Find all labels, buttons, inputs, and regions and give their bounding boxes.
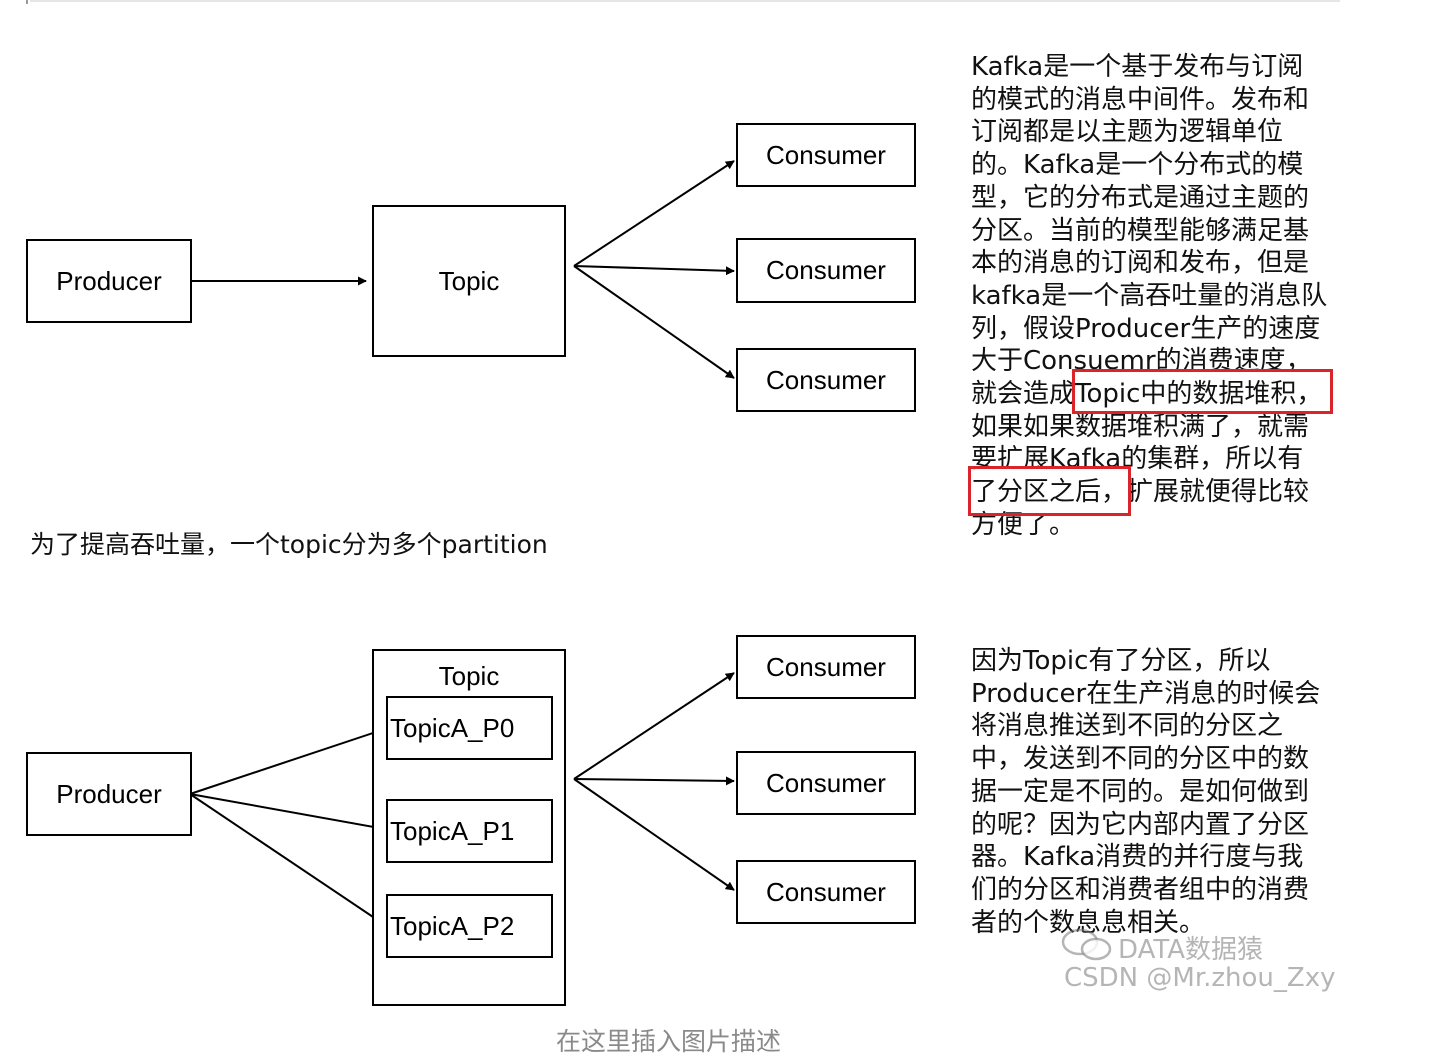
partition-box-p0: TopicA_P0 — [386, 696, 553, 760]
top-divider-tick — [26, 0, 28, 4]
producer-box-2: Producer — [26, 752, 192, 836]
paragraph-line: 要扩展Kafka的集群，所以有 — [971, 444, 1304, 475]
consumer-box-4: Consumer — [736, 635, 916, 699]
producer-label: Producer — [56, 265, 162, 296]
arrow-topic-consumer-1 — [573, 160, 735, 267]
paragraph-line: Producer在生产消息的时候会 — [971, 678, 1321, 709]
consumer-label: Consumer — [766, 139, 886, 170]
arrow-topic-consumer-2 — [573, 265, 735, 276]
paragraph-line: 了分区之后，扩展就便得比较 — [971, 477, 1310, 508]
partition-caption: 为了提高吞吐量，一个topic分为多个partition — [30, 530, 548, 559]
paragraph-line: 的。Kafka是一个分布式的模 — [971, 150, 1304, 181]
paragraph-line: 就会造成Topic中的数据堆积， — [971, 379, 1323, 410]
paragraph-line: 据一定是不同的。是如何做到 — [971, 776, 1310, 807]
paragraph-line: 的模式的消息中间件。发布和 — [971, 84, 1310, 115]
partition-label: TopicA_P1 — [390, 815, 515, 846]
paragraph-line: 将消息推送到不同的分区之 — [971, 711, 1284, 742]
consumer-box-1: Consumer — [736, 123, 916, 187]
partition-box-p2: TopicA_P2 — [386, 894, 553, 958]
topic-container-label: Topic — [438, 661, 500, 691]
paragraph-line: kafka是一个高吞吐量的消息队 — [971, 280, 1328, 311]
producer-label: Producer — [56, 778, 162, 809]
consumer-box-3: Consumer — [736, 348, 916, 412]
partition-box-p1: TopicA_P1 — [386, 799, 553, 863]
arrow-topic-consumer-3 — [573, 265, 735, 379]
arrow-topic2-consumer-1 — [573, 672, 735, 780]
paragraph-line: 的呢？因为它内部内置了分区 — [971, 809, 1310, 840]
paragraph-line: Kafka是一个基于发布与订阅 — [971, 52, 1304, 82]
consumer-label: Consumer — [766, 767, 886, 798]
arrow-topic2-consumer-2 — [573, 776, 735, 786]
paragraph-line: 列，假设Producer生产的速度 — [971, 313, 1321, 344]
paragraph-line: 器。Kafka消费的并行度与我 — [971, 842, 1304, 873]
paragraph-line: 本的消息的订阅和发布，但是 — [971, 248, 1310, 279]
highlight-after-partitioning — [968, 466, 1131, 516]
paragraph-line: 型，它的分布式是通过主题的 — [971, 182, 1310, 213]
consumer-box-6: Consumer — [736, 860, 916, 924]
partition-label: TopicA_P2 — [390, 910, 515, 941]
partition-description-paragraph: 因为Topic有了分区，所以 Producer在生产消息的时候会 将消息推送到不… — [971, 645, 1320, 939]
watermark-author: CSDN @Mr.zhou_Zxy — [1064, 963, 1336, 993]
figure-caption: 在这里插入图片描述 — [556, 1027, 782, 1056]
consumer-box-5: Consumer — [736, 751, 916, 815]
consumer-label: Consumer — [766, 255, 886, 285]
watermark-brand: DATA数据猿 — [1118, 935, 1263, 965]
paragraph-line: 分区。当前的模型能够满足基 — [971, 215, 1310, 246]
arrow-producer-p2 — [189, 793, 386, 926]
consumer-label: Consumer — [766, 651, 886, 682]
paragraph-line: 订阅都是以主题为逻辑单位 — [971, 117, 1284, 148]
consumer-label: Consumer — [766, 364, 886, 395]
paragraph-line: 们的分区和消费者组中的消费 — [971, 874, 1310, 905]
consumer-box-2: Consumer — [736, 238, 916, 303]
producer-box: Producer — [26, 239, 192, 323]
arrow-producer-p0 — [189, 727, 386, 795]
partition-label: TopicA_P0 — [390, 712, 515, 743]
paragraph-line: 中，发送到不同的分区中的数 — [971, 744, 1310, 775]
top-divider — [30, 0, 1340, 2]
topic-label: Topic — [438, 265, 500, 296]
topic-box: Topic — [372, 205, 566, 357]
paragraph-line: 因为Topic有了分区，所以 — [971, 646, 1271, 676]
consumer-label: Consumer — [766, 876, 886, 907]
wechat-icon — [1061, 928, 1112, 961]
arrow-producer-p1 — [189, 793, 386, 832]
arrow-topic2-consumer-3 — [573, 778, 735, 891]
paragraph-line: 如果如果数据堆积满了，就需 — [971, 411, 1310, 442]
highlight-topic-data-backlog — [1072, 369, 1333, 414]
